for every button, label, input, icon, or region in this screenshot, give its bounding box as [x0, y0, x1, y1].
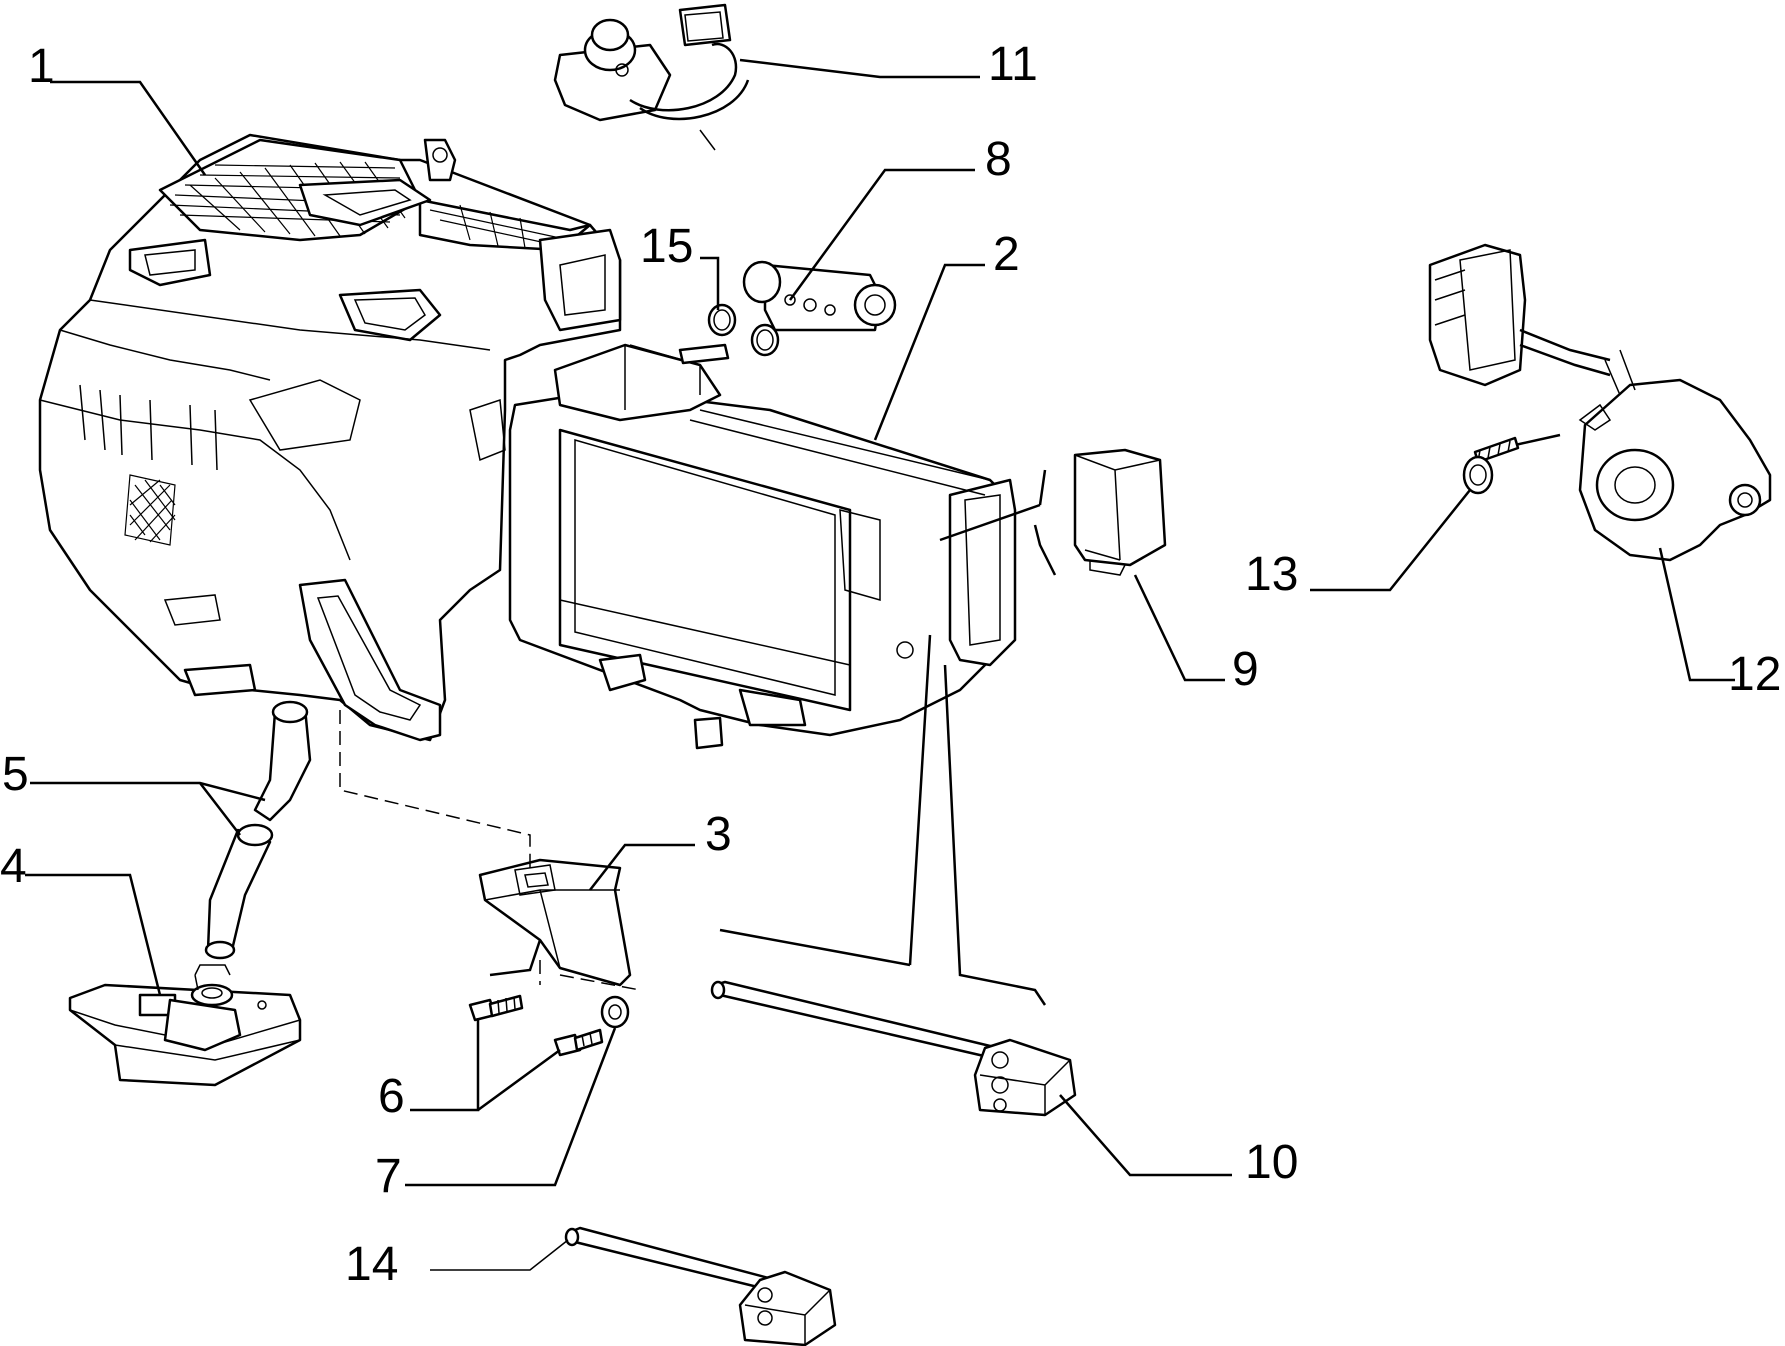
part-5-drain-hose	[204, 700, 312, 960]
callout-7: 7	[375, 1150, 402, 1203]
part-14-probe	[564, 1226, 837, 1346]
part-7-washer	[600, 995, 630, 1029]
part-11-sensor	[553, 3, 750, 151]
callout-3: 3	[705, 808, 732, 861]
callout-2: 2	[993, 228, 1020, 281]
part-15-o-rings	[707, 303, 780, 357]
callout-9: 9	[1232, 643, 1259, 696]
callout-5: 5	[2, 748, 29, 801]
callout-4: 4	[0, 840, 27, 893]
callout-10: 10	[1245, 1136, 1298, 1189]
callout-1: 1	[28, 40, 55, 93]
assembly-line-bolts	[539, 960, 641, 991]
callout-labels: 1 2 3 4 5 6 7 8 9 10 11 12 13 14 15	[0, 38, 1781, 1291]
part-1-heater-housing	[38, 133, 622, 742]
part-12-blower-resistor	[1428, 243, 1772, 562]
part-3-bracket	[478, 858, 632, 987]
part-6-bolts	[468, 994, 604, 1057]
part-2-evaporator-box	[508, 343, 1017, 750]
part-4-drain-valve	[68, 964, 302, 1087]
part-13-screw	[1462, 433, 1561, 495]
leader-lines	[25, 58, 1735, 1271]
callout-14: 14	[345, 1238, 398, 1291]
part-8-expansion-valve	[742, 260, 897, 332]
callout-8: 8	[985, 133, 1012, 186]
assembly-line-bracket	[339, 710, 531, 870]
callout-15: 15	[640, 220, 693, 273]
callout-13: 13	[1245, 548, 1298, 601]
callout-12: 12	[1728, 648, 1781, 701]
part-10-temperature-probe	[710, 634, 1077, 1117]
callout-6: 6	[378, 1070, 405, 1123]
part-9-relay	[939, 448, 1167, 576]
callout-11: 11	[988, 38, 1038, 91]
